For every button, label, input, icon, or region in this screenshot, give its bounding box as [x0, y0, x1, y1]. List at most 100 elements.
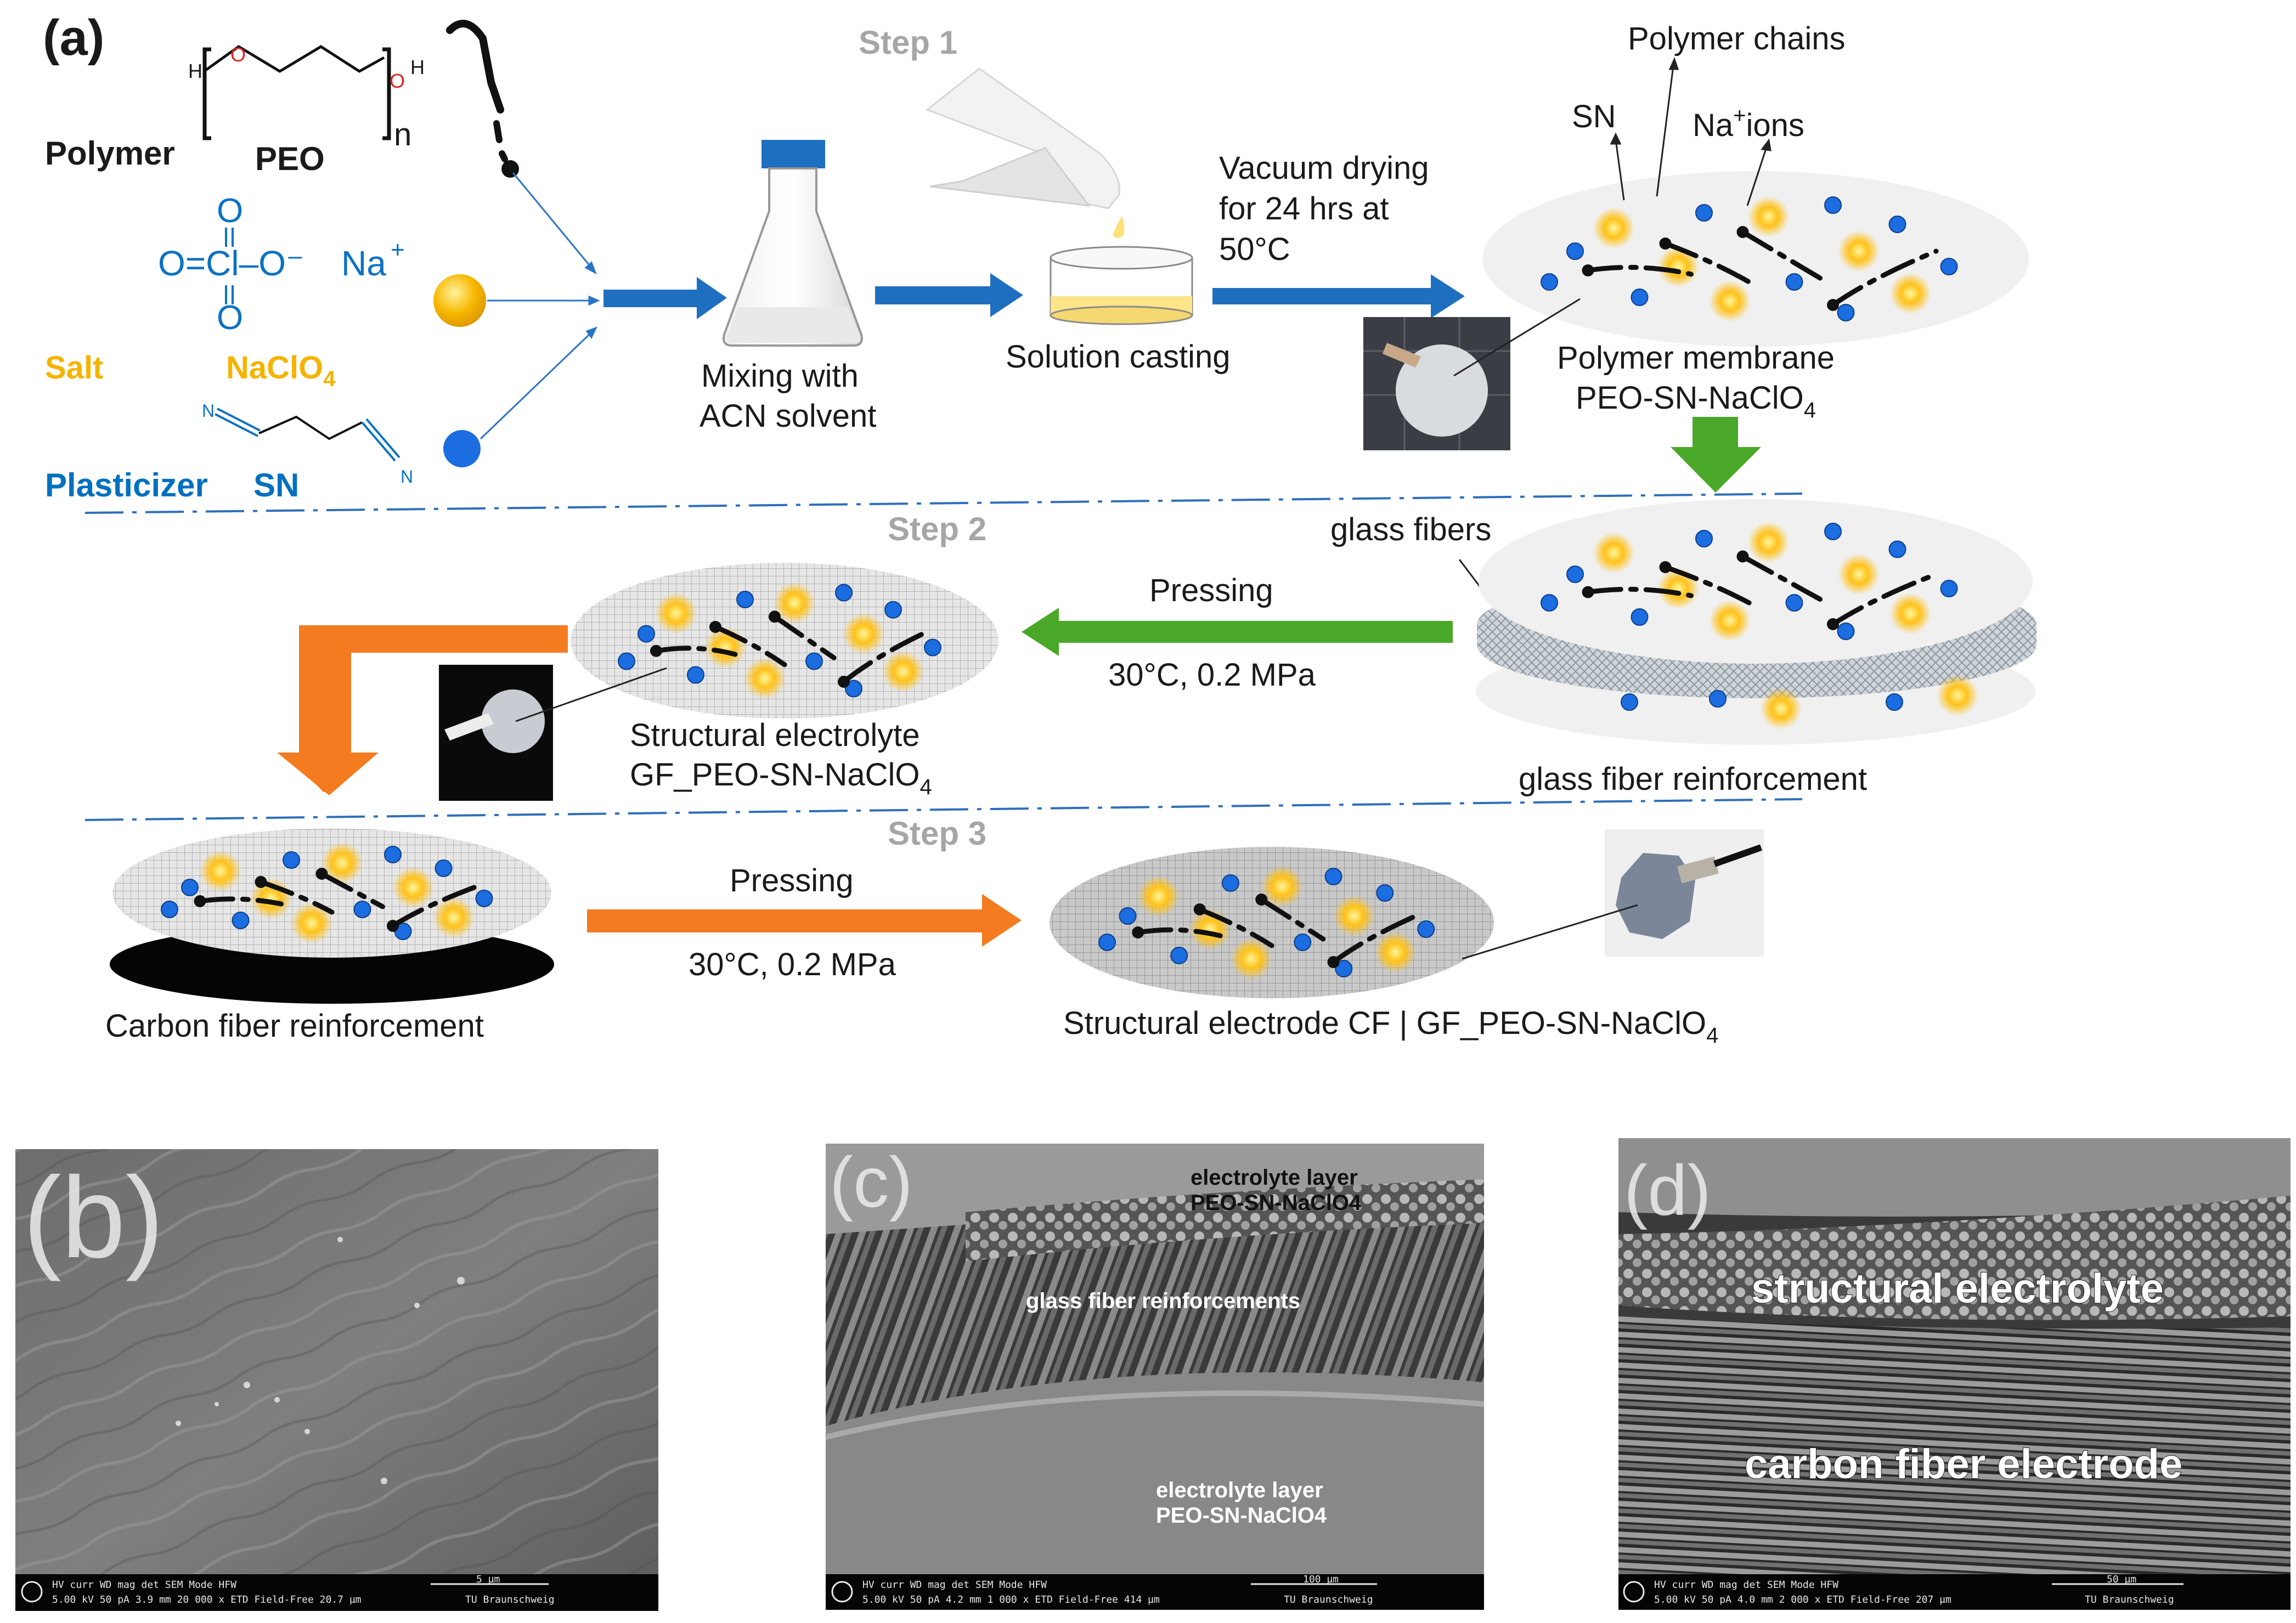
pouring-beaker-icon	[925, 67, 1125, 238]
sn-molecule-dot	[1294, 934, 1312, 951]
na-ion-glow	[1760, 688, 1802, 729]
sem-c-institution: TU Braunschweig	[1284, 1594, 1373, 1605]
sem-d-bottom: carbon fiber electrode	[1745, 1441, 2182, 1488]
sem-d-scale: 50 µm	[2107, 1574, 2136, 1585]
electrode-label: Structural electrode CF | GF_PEO-SN-NaCl…	[1063, 1005, 1718, 1048]
sem-d-bar-values: 5.00 kV 50 pA 4.0 mm 2 000 x ETD Field-F…	[1654, 1594, 1951, 1605]
sn-molecule-dot	[353, 901, 371, 918]
step3-title: Step 3	[888, 815, 986, 852]
sn-molecule-dot	[1119, 907, 1137, 925]
na-ion-glow	[1333, 895, 1375, 937]
na-ion-glow	[1937, 675, 1978, 716]
drying-line2: for 24 hrs at	[1219, 191, 1389, 227]
sem-b-logo-icon	[21, 1581, 43, 1603]
sn-molecule-dot	[884, 601, 902, 619]
polymer-chain	[1586, 264, 1694, 277]
sem-d-bar-label: HV curr WD mag det SEM Mode HFW	[1654, 1579, 1838, 1591]
na-ion-glow	[1593, 532, 1635, 574]
plasticizer-label: Plasticizer	[45, 467, 208, 504]
polymer-chain-end	[1132, 926, 1144, 938]
sem-b-institution: TU Braunschweig	[465, 1594, 555, 1605]
polymer-chain-end	[1582, 586, 1594, 598]
sn-molecule-dot	[475, 890, 493, 907]
membrane-line2: PEO-SN-NaClO4	[1576, 380, 1816, 422]
polymer-chain-icon	[446, 20, 519, 178]
electrolyte-pointer	[515, 667, 667, 722]
sem-d-institution: TU Braunschweig	[2085, 1594, 2174, 1605]
step3-pressing: Pressing	[730, 863, 854, 898]
membrane-photo	[1363, 317, 1510, 450]
na-ion-glow	[433, 897, 475, 938]
sn-molecule-dot	[232, 912, 250, 929]
salt-ball-icon	[433, 274, 486, 327]
composite-particles	[161, 196, 1978, 980]
sodium-charge: +	[391, 236, 405, 263]
plasticizer-ball-icon	[443, 430, 481, 467]
label-polymer-chains: Polymer chains	[1628, 21, 1845, 56]
polymer-chain	[1663, 241, 1758, 289]
glass-fibers-label: glass fibers	[1330, 512, 1491, 547]
reinforcement-label: glass fiber reinforcement	[1519, 761, 1867, 797]
polymer-chain-end	[1659, 561, 1672, 573]
sn-molecule-dot	[1566, 565, 1584, 583]
membrane-line1: Polymer membrane	[1557, 340, 1835, 376]
electrode-photo	[1605, 829, 1764, 957]
sn-molecule-dot	[924, 638, 941, 657]
converging-arrows	[479, 172, 600, 440]
sem-b-particles	[176, 1237, 465, 1484]
annotation-pointers	[1610, 56, 1772, 206]
polymer-chain	[653, 646, 738, 657]
polymer-chain	[319, 871, 385, 909]
arrow-to-casting	[875, 273, 1023, 317]
na-ion-glow	[1657, 246, 1699, 287]
na-ion-glow	[1838, 230, 1880, 272]
perchlorate-structure: O O=Cl–O⁻ O Na +	[158, 192, 405, 337]
electrolyte-photo	[439, 665, 553, 801]
sn-molecule-dot	[1541, 594, 1558, 612]
petri-dish-icon	[1050, 246, 1193, 325]
polymer-chain	[1135, 927, 1223, 938]
polymer-chain-end	[1827, 618, 1839, 630]
sn-molecule-dot	[435, 859, 453, 877]
na-ion-glow	[1838, 553, 1880, 595]
sodium-ion: Na	[341, 244, 386, 283]
sem-c-logo-icon	[831, 1581, 853, 1603]
na-ion-glow	[1709, 280, 1751, 322]
sn-molecule-dot	[1709, 690, 1727, 708]
polymer-chain-end	[838, 676, 850, 688]
polymer-chain-end	[1736, 550, 1749, 563]
na-ion-glow	[291, 902, 332, 944]
sn-n-bottom: N	[400, 467, 413, 487]
peo-h-left: H	[188, 60, 202, 82]
sn-molecule-dot	[1170, 947, 1188, 964]
na-ion-glow	[744, 657, 786, 699]
peo-h-right: H	[410, 56, 425, 78]
sn-molecule-dot	[1098, 934, 1116, 951]
green-left-arrow	[1022, 608, 1453, 656]
sem-b-bar-label: HV curr WD mag det SEM Mode HFW	[52, 1579, 236, 1591]
sn-molecule-dot	[1785, 594, 1803, 612]
casting-label: Solution casting	[1006, 339, 1230, 375]
na-ion-glow	[1261, 866, 1303, 907]
electrode-pointer	[1462, 904, 1638, 960]
panel-c-sem: (c) electrolyte layer PEO-SN-NaClO4 glas…	[825, 1142, 1485, 1610]
step2-pressing: Pressing	[1149, 573, 1273, 608]
sn-molecule-dot	[1837, 623, 1855, 640]
na-ion-glow	[1709, 600, 1751, 642]
panel-d-label: (d)	[1624, 1150, 1711, 1230]
sn-molecule-dot	[1631, 608, 1649, 626]
sn-molecule-dot	[1335, 960, 1353, 977]
drying-line1: Vacuum drying	[1219, 150, 1429, 186]
green-down-arrow	[1671, 417, 1761, 493]
polymer-chain-end	[387, 920, 399, 932]
sn-molecule-dot	[1940, 580, 1958, 597]
step2-conditions: 30°C, 0.2 MPa	[1108, 657, 1316, 693]
sn-molecule-dot	[835, 584, 853, 602]
sn-molecule-dot	[1566, 242, 1584, 260]
sn-molecule-dot	[1324, 868, 1342, 885]
polymer-chain-end	[1659, 237, 1672, 250]
electrolyte-line1: Structural electrolyte	[630, 717, 920, 753]
panel-a: (a) H O O H n Polymer PEO O O=Cl–O⁻	[43, 10, 2036, 1048]
perchlorate-o-bottom: O	[217, 299, 243, 337]
